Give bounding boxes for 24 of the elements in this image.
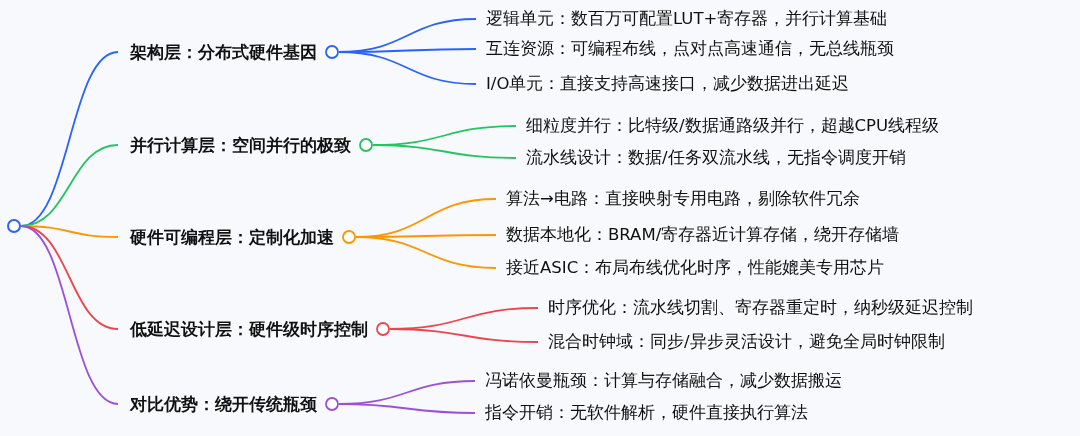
branch-label: 架构层：分布式硬件基因 xyxy=(130,40,317,64)
leaf-label: 数据本地化：BRAM/寄存器近计算存储，绕开存储墙 xyxy=(496,221,900,249)
connector xyxy=(20,225,119,405)
connector xyxy=(338,51,477,85)
leaf-label: 接近ASIC：布局布线优化时序，性能媲美专用芯片 xyxy=(496,254,885,282)
branch-label: 对比优势：绕开传统瓶颈 xyxy=(130,392,317,416)
leaf-label: I/O单元：直接支持高速接口，减少数据进出延迟 xyxy=(476,70,850,98)
leaf-label: 冯诺依曼瓶颈：计算与存储融合，减少数据搬运 xyxy=(475,367,842,395)
branch-label: 并行计算层：空间并行的极致 xyxy=(130,133,351,157)
leaf-label: 流水线设计：数据/任务双流水线，无指令调度开销 xyxy=(516,144,906,172)
connector xyxy=(355,236,497,269)
leaf-label: 指令开销：无软件解析，硬件直接执行算法 xyxy=(475,399,808,427)
root-circle xyxy=(7,219,21,233)
leaf-label: 时序优化：流水线切割、寄存器重定时，纳秒级延迟控制 xyxy=(538,294,973,322)
leaf-label: 互连资源：可编程布线，点对点高速通信，无总线瓶颈 xyxy=(476,35,894,63)
connector xyxy=(389,328,539,343)
branch-label: 低延迟设计层：硬件级时序控制 xyxy=(130,317,368,341)
branch-label: 硬件可编程层：定制化加速 xyxy=(130,225,334,249)
connector xyxy=(372,144,517,159)
leaf-label: 逻辑单元：数百万可配置LUT+寄存器，并行计算基础 xyxy=(476,5,888,33)
leaf-label: 算法→电路：直接映射专用电路，剔除软件冗余 xyxy=(496,185,860,213)
connector xyxy=(338,403,476,414)
leaf-label: 混合时钟域：同步/异步灵活设计，避免全局时钟限制 xyxy=(538,328,945,356)
leaf-label: 细粒度并行：比特级/数据通路级并行，超越CPU线程级 xyxy=(516,112,940,140)
